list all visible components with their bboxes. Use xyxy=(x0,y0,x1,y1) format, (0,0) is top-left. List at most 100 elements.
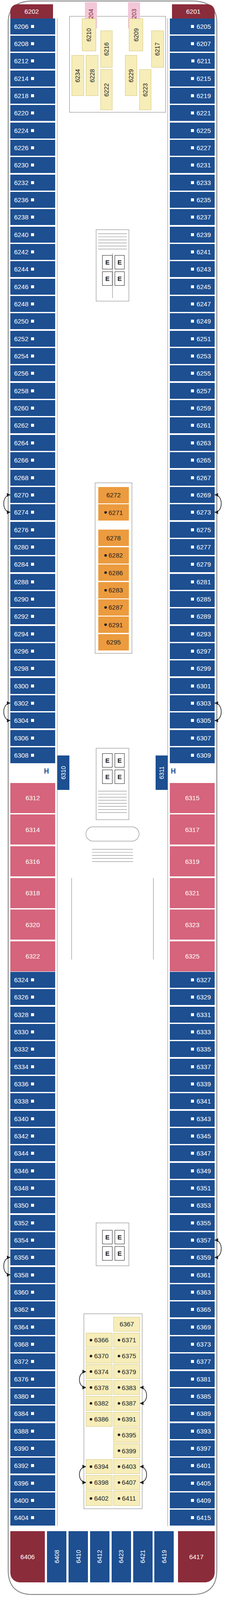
cabin-number: 6366 xyxy=(93,1338,109,1347)
cabin-number: 6264 xyxy=(14,440,29,448)
cabin-number: 6226 xyxy=(14,144,29,152)
stateroom-box: 6378 xyxy=(85,1382,113,1398)
cabin-number: 6244 xyxy=(14,265,29,274)
cabin-number: 6233 xyxy=(196,179,211,187)
stateroom-box: 6357 xyxy=(169,1234,215,1251)
cabin-number: 6297 xyxy=(196,648,211,657)
cabin-number: 6286 xyxy=(108,570,123,578)
stateroom-box: 6278 xyxy=(98,530,129,547)
elevator-label: E xyxy=(117,758,122,766)
stateroom-box: 6260 xyxy=(10,400,56,417)
stateroom-box: 6320 xyxy=(10,911,56,942)
cabin-number: 6289 xyxy=(196,613,211,622)
cabin-number: 6229 xyxy=(127,68,135,83)
stateroom-box: 6411 xyxy=(113,1493,141,1509)
stateroom-box: 6306 xyxy=(10,731,56,748)
cabin-number: 6290 xyxy=(14,596,29,604)
cabin-number: 6343 xyxy=(196,1117,211,1125)
stateroom-box: 6381 xyxy=(169,1373,215,1390)
cabin-number: 6396 xyxy=(14,1482,29,1490)
stateroom-box: 6205 xyxy=(169,18,215,35)
cabin-number: 6406 xyxy=(20,1556,35,1564)
stateroom-box: 6287 xyxy=(98,600,129,617)
cabin-number: 6388 xyxy=(14,1430,29,1438)
cabin-number: 6364 xyxy=(14,1325,29,1334)
cabin-number: 6344 xyxy=(14,1151,29,1160)
stateroom-box: 6362 xyxy=(10,1303,56,1320)
stateroom-box: 6223 xyxy=(139,69,152,111)
stateroom-box: 6419 xyxy=(154,1534,174,1586)
stateroom-box: 6332 xyxy=(10,1043,56,1060)
stateroom-box: 6248 xyxy=(10,296,56,313)
elevator-box: E xyxy=(102,1248,113,1263)
stateroom-box: 6266 xyxy=(10,453,56,469)
stateroom-box: 6312 xyxy=(10,784,56,815)
cabin-number: 6397 xyxy=(196,1447,211,1455)
stateroom-box: 6358 xyxy=(10,1269,56,1286)
cabin-number: 6249 xyxy=(196,318,211,326)
cabin-number: 6231 xyxy=(196,161,211,169)
cabin-number: 6280 xyxy=(14,544,29,552)
stateroom-box: 6336 xyxy=(10,1078,56,1094)
stateroom-box: 6417 xyxy=(178,1534,215,1586)
cabin-number: 6371 xyxy=(121,1338,137,1347)
cabin-number: 6360 xyxy=(14,1290,29,1299)
cabin-number: 6294 xyxy=(14,631,29,639)
cabin-number: 6336 xyxy=(14,1082,29,1090)
cabin-number: 6300 xyxy=(14,683,29,691)
cabin-number: 6398 xyxy=(93,1481,109,1489)
stateroom-box: 6387 xyxy=(113,1398,141,1414)
stateroom-box: 6215 xyxy=(169,70,215,87)
stateroom-box: 6335 xyxy=(169,1043,215,1060)
elevator-box: E xyxy=(114,754,125,769)
elevator-label: E xyxy=(117,1235,122,1244)
cabin-number: 6415 xyxy=(196,1516,211,1525)
cabin-number: 6324 xyxy=(14,978,29,986)
cabin-number: 6351 xyxy=(196,1186,211,1194)
cabin-number: 6375 xyxy=(121,1354,137,1363)
cabin-number: 6419 xyxy=(160,1553,168,1567)
cabin-number: 6356 xyxy=(14,1256,29,1264)
stateroom-box: 6388 xyxy=(10,1425,56,1442)
cabin-number: 6333 xyxy=(196,1030,211,1038)
cabin-number: 6401 xyxy=(196,1464,211,1472)
connecting-arrow xyxy=(79,1469,86,1486)
cabin-number: 6265 xyxy=(196,457,211,465)
stateroom-box: 6262 xyxy=(10,418,56,435)
stateroom-box: 6236 xyxy=(10,192,56,209)
stateroom-box: 6217 xyxy=(151,30,164,68)
cabin-number: 6346 xyxy=(14,1169,29,1177)
cabin-number: 6310 xyxy=(59,767,67,782)
cabin-number: 6307 xyxy=(196,735,211,744)
stateroom-box: 6255 xyxy=(169,365,215,382)
stateroom-box: 6345 xyxy=(169,1130,215,1147)
cabin-number: 6347 xyxy=(196,1151,211,1160)
cabin-number: 6329 xyxy=(196,995,211,1003)
stateroom-box: 6359 xyxy=(169,1251,215,1268)
cabin-number: 6211 xyxy=(196,57,211,65)
cabin-number: 6248 xyxy=(14,300,29,309)
connecting-arrow xyxy=(214,704,222,722)
stateroom-box: 6360 xyxy=(10,1286,56,1303)
cabin-number: 6402 xyxy=(93,1497,109,1505)
connecting-arrow xyxy=(214,1242,222,1260)
elevator-label: E xyxy=(117,1252,122,1260)
stateroom-box: 6374 xyxy=(85,1366,113,1382)
stateroom-box: 6237 xyxy=(169,209,215,226)
cabin-number: 6242 xyxy=(14,248,29,257)
stateroom-box: 6402 xyxy=(85,1493,113,1509)
cabin-number: 6234 xyxy=(74,68,82,83)
stateroom-box: 6241 xyxy=(169,244,215,261)
cabin-number: 6299 xyxy=(196,665,211,674)
cabin-number: 6365 xyxy=(196,1308,211,1316)
cabin-number: 6408 xyxy=(53,1553,61,1567)
stateroom-box: 6282 xyxy=(98,548,129,565)
cabin-number: 6212 xyxy=(14,57,29,65)
stateroom-box: 6218 xyxy=(10,87,56,104)
cabin-number: 6315 xyxy=(184,795,200,804)
cabin-number: 6369 xyxy=(196,1325,211,1334)
stateroom-box: 6207 xyxy=(169,35,215,52)
cabin-number: 6372 xyxy=(14,1360,29,1368)
stateroom-box: 6289 xyxy=(169,609,215,626)
stateroom-box: 6375 xyxy=(113,1350,141,1366)
